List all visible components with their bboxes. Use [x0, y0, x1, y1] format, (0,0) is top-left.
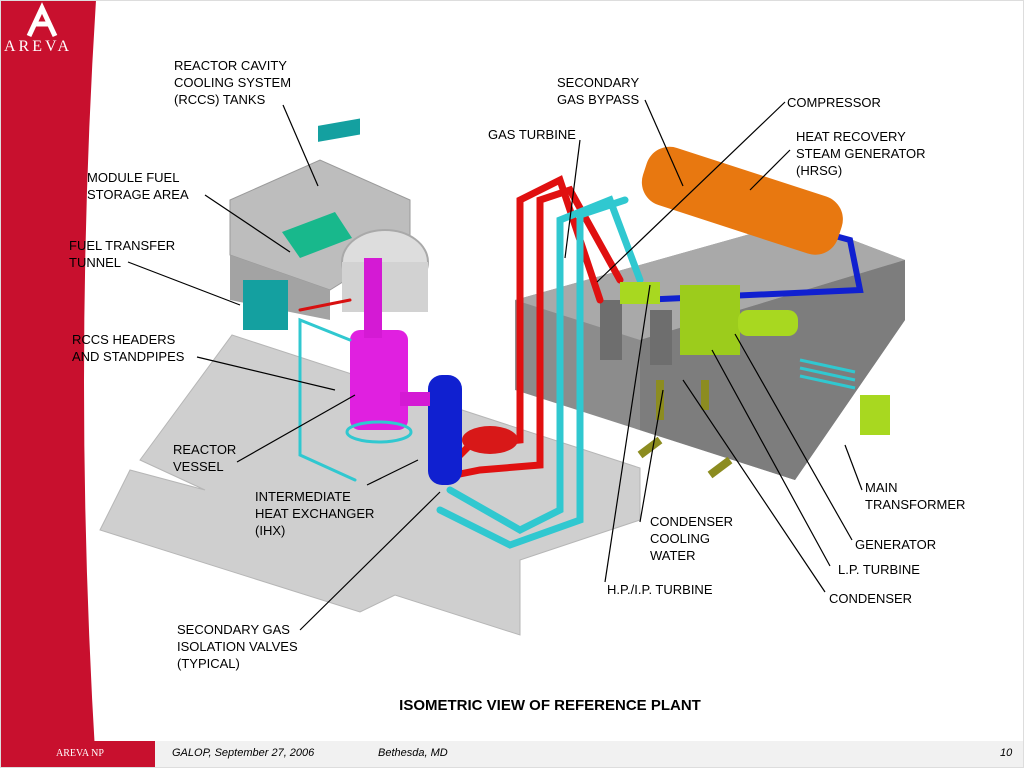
label-ihx: INTERMEDIATE HEAT EXCHANGER (IHX)	[255, 489, 375, 538]
label-main-transformer: MAIN TRANSFORMER	[865, 480, 966, 512]
footer-event: GALOP, September 27, 2006	[172, 747, 315, 759]
label-condenser-cooling-water: CONDENSER COOLING WATER	[650, 514, 734, 563]
reactor-vessel	[345, 258, 413, 444]
label-reactor-vessel: REACTOR VESSEL	[173, 442, 237, 474]
hrsg	[641, 146, 843, 255]
label-gas-turbine: GAS TURBINE	[488, 127, 576, 142]
label-secondary-gas-bypass: SECONDARY GAS BYPASS	[557, 75, 640, 107]
floor-slab	[99, 334, 641, 636]
areva-logo-text: AREVA	[4, 38, 73, 55]
label-hp-ip-turbine: H.P./I.P. TURBINE	[607, 582, 713, 597]
footer-location: Bethesda, MD	[378, 747, 448, 759]
areva-logo-icon	[26, 2, 58, 38]
label-compressor: COMPRESSOR	[787, 95, 881, 110]
footer-light	[155, 741, 1024, 768]
label-generator: GENERATOR	[855, 537, 937, 552]
label-rccs-headers: RCCS HEADERS AND STANDPIPES	[72, 332, 185, 364]
label-condenser: CONDENSER	[829, 591, 913, 606]
slide-title: ISOMETRIC VIEW OF REFERENCE PLANT	[399, 697, 701, 714]
label-isolation-valves: SECONDARY GAS ISOLATION VALVES (TYPICAL)	[177, 622, 298, 671]
leader-lines	[127, 99, 863, 631]
footer-logo: AREVA NP	[56, 748, 104, 759]
label-hrsg: HEAT RECOVERY STEAM GENERATOR (HRSG)	[796, 129, 926, 178]
ihx-vessel	[400, 375, 518, 485]
label-lp-turbine: L.P. TURBINE	[838, 562, 920, 577]
brand-band	[0, 0, 96, 768]
label-module-fuel-storage: MODULE FUEL STORAGE AREA	[87, 170, 189, 202]
turbine-set	[620, 282, 890, 479]
page-number: 10	[1000, 747, 1013, 759]
label-fuel-transfer-tunnel: FUEL TRANSFER TUNNEL	[69, 238, 176, 270]
label-rccs-tanks: REACTOR CAVITY COOLING SYSTEM (RCCS) TAN…	[174, 58, 292, 107]
reactor-building	[229, 118, 429, 330]
